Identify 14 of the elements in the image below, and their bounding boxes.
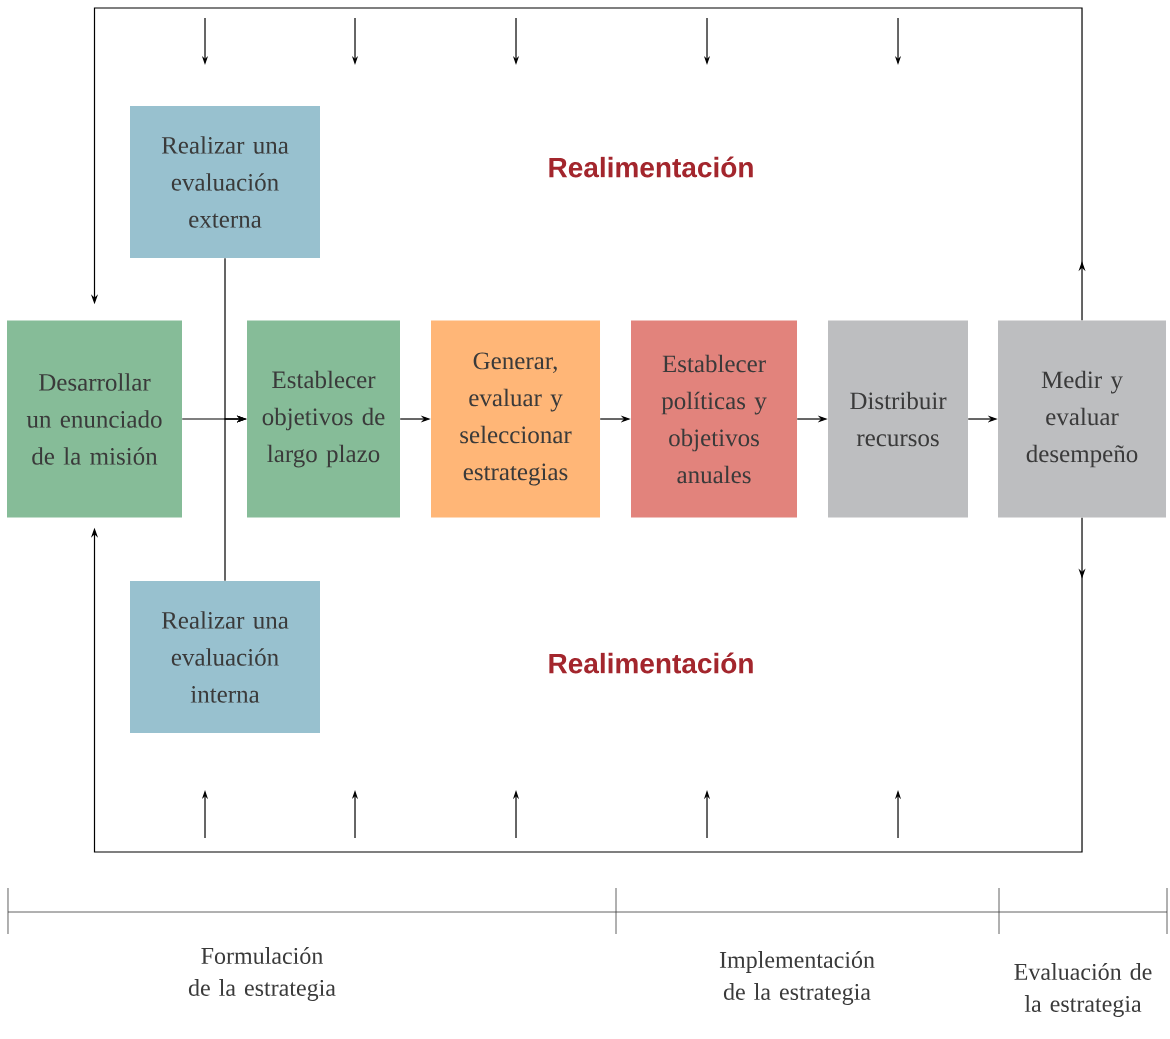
feedback-label: Realimentación <box>549 156 753 178</box>
process-box: Distribuir recursos <box>828 320 968 518</box>
process-box: Generar, evaluar y seleccionar estrategias <box>431 320 600 518</box>
process-box: Medir y evaluar desempeño <box>998 320 1166 518</box>
arrow <box>90 517 1086 853</box>
process-box: Establecer políticas y objetivos anuales <box>631 320 797 518</box>
phase-label: Formulación de la estrategia <box>188 947 336 1001</box>
process-box: Establecer objetivos de largo plazo <box>247 320 400 518</box>
feedback-label: Realimentación <box>549 652 753 674</box>
process-box: Realizar una evaluación interna <box>130 581 320 733</box>
process-box: Realizar una evaluación externa <box>130 106 320 258</box>
process-box: Desarrollar un enunciado de la misión <box>7 320 182 518</box>
phase-label: Evaluación de la estrategia <box>1014 963 1152 1017</box>
phase-label: Implementación de la estrategia <box>719 951 875 1005</box>
